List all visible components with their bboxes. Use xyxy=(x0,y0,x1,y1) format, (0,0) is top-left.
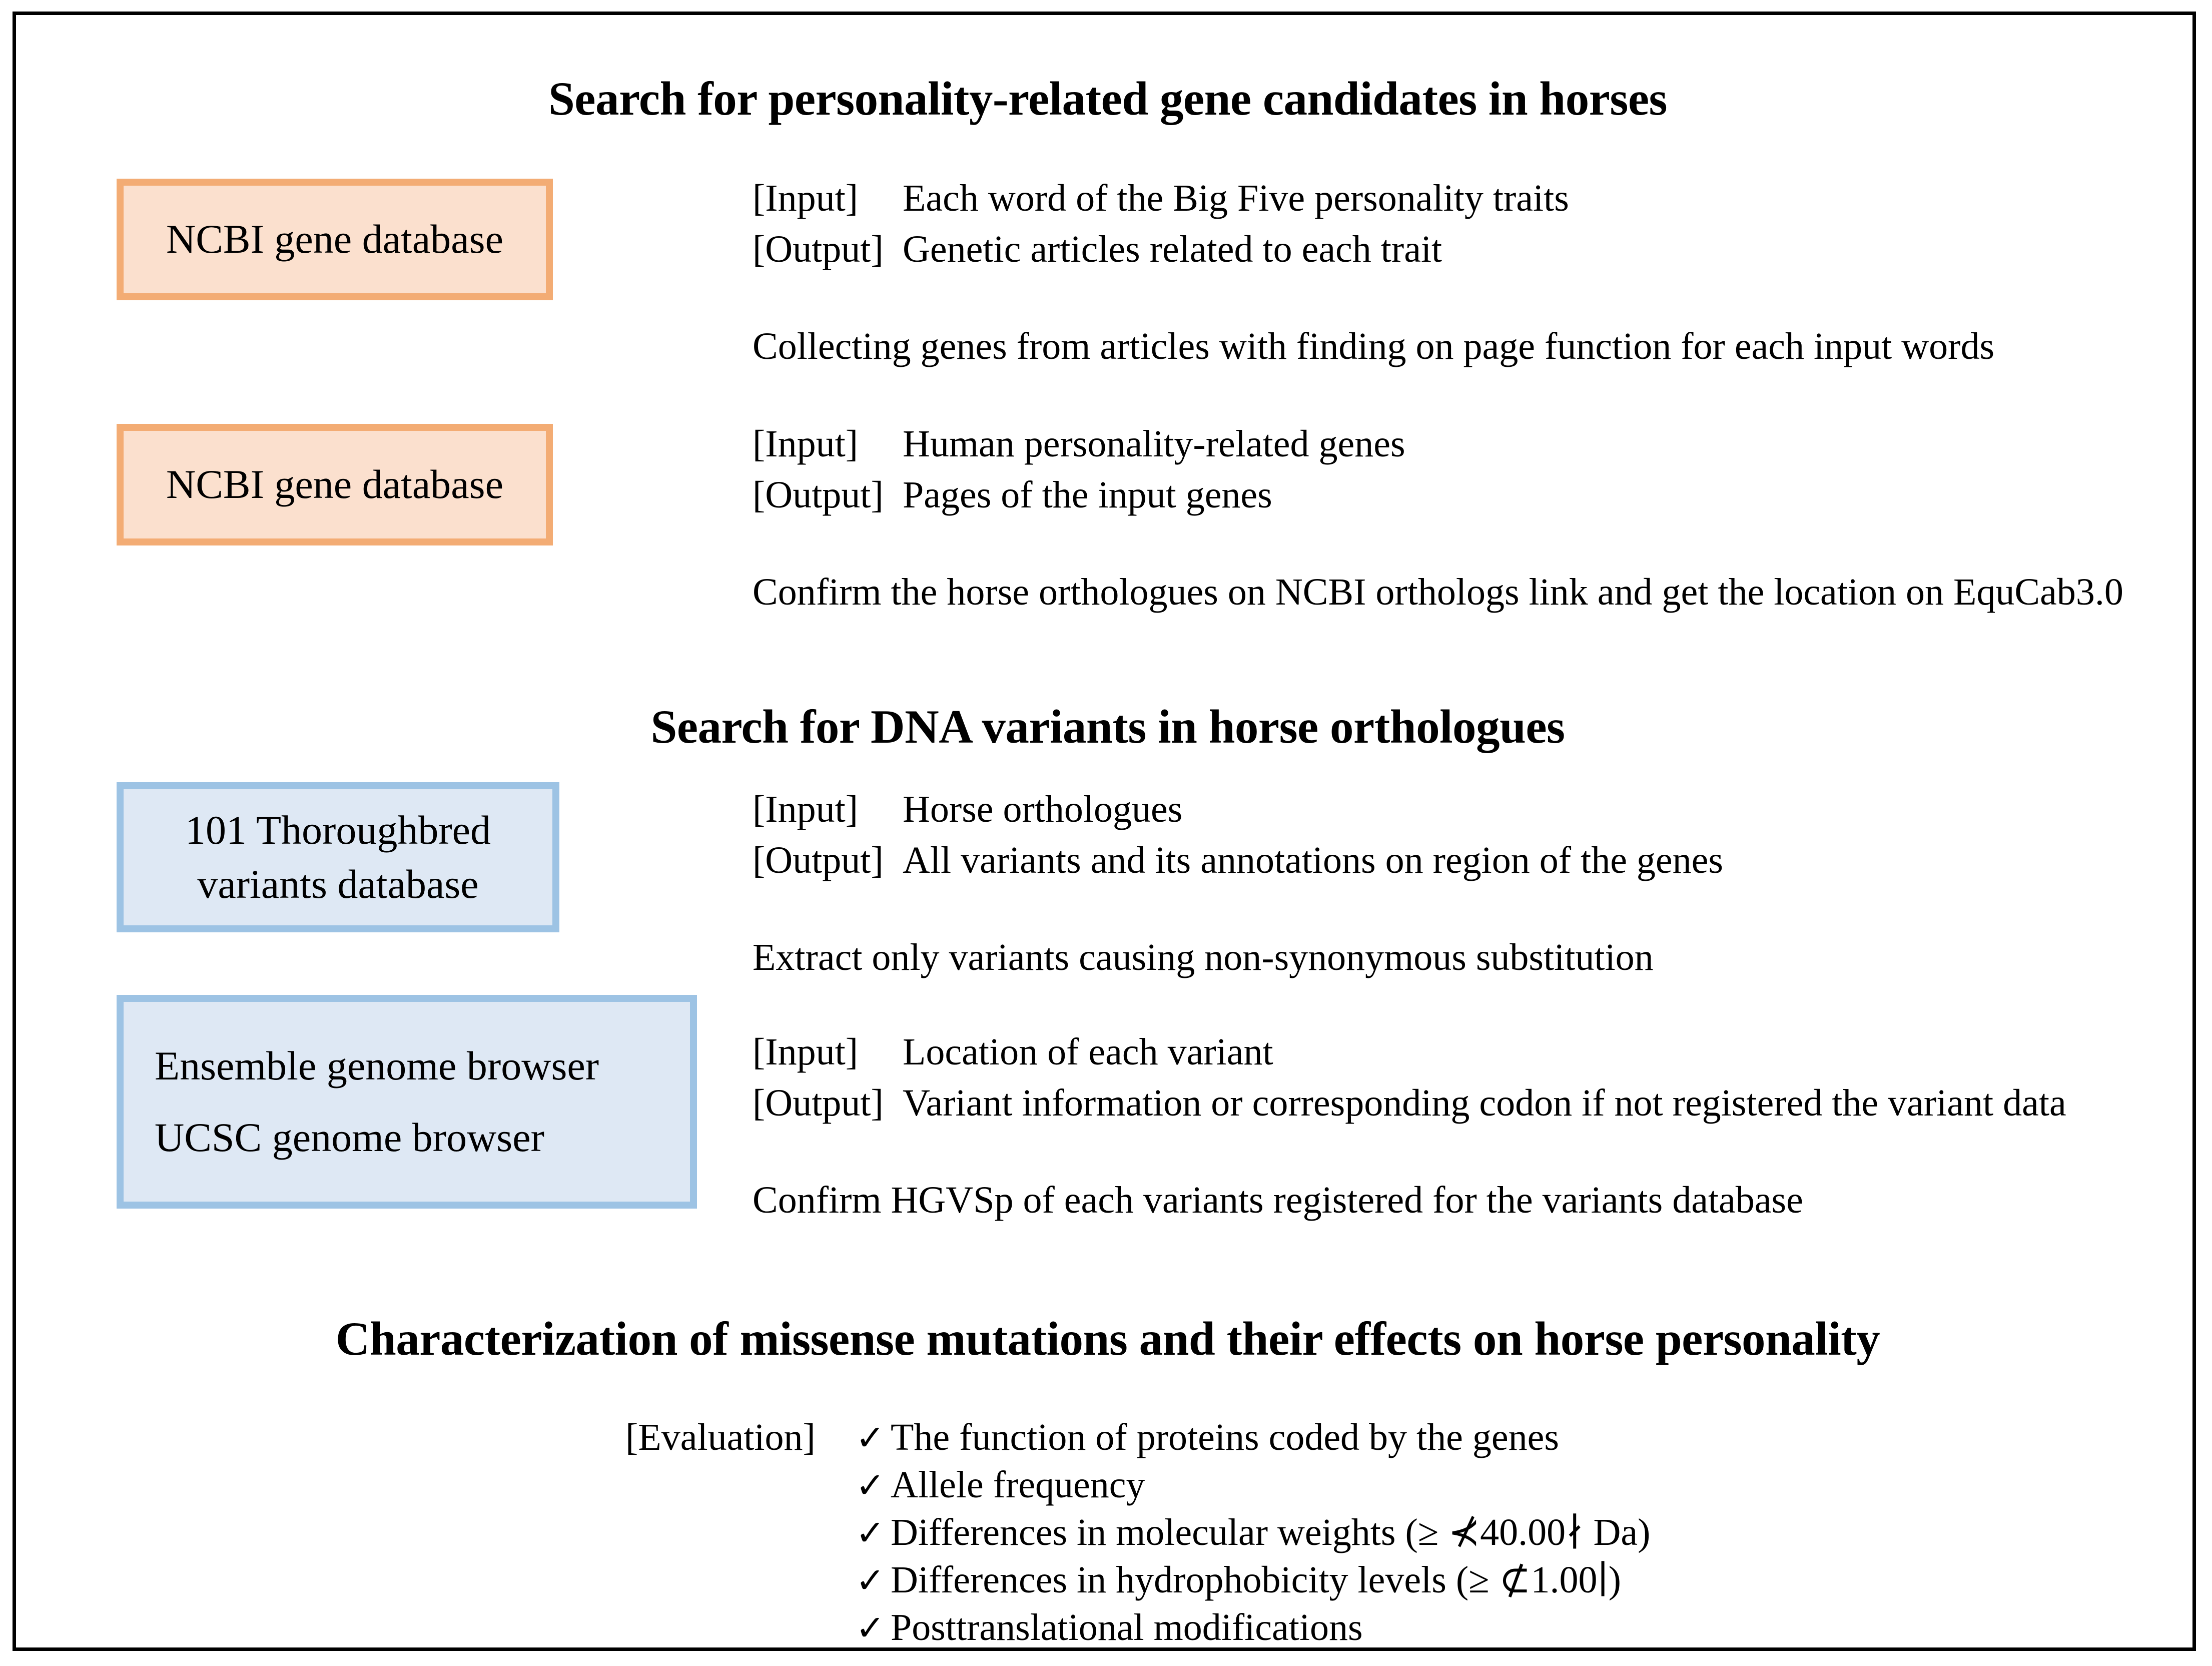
input-tag: [Input] xyxy=(753,423,859,465)
source-box-genome-browsers[interactable]: Ensemble genome browser UCSC genome brow… xyxy=(117,995,697,1209)
list-item: ✓ Differences in molecular weights (≥ ⊀4… xyxy=(856,1513,1650,1551)
output-tag: [Output] xyxy=(753,473,884,516)
list-item: ✓ Differences in hydrophobicity levels (… xyxy=(856,1561,1650,1599)
source-box-ncbi-gene-database-1[interactable]: NCBI gene database xyxy=(117,179,553,300)
evaluation-item-text: Differences in molecular weights (≥ ⊀40.… xyxy=(891,1511,1651,1553)
list-item: ✓ Posttranslational modifications xyxy=(856,1608,1650,1646)
io-note: Collecting genes from articles with find… xyxy=(753,325,1995,367)
io-block-variant-extraction: [Input] Horse orthologues [Output] All v… xyxy=(753,784,1723,983)
input-value: Each word of the Big Five personality tr… xyxy=(903,177,1569,219)
list-item: ✓ Allele frequency xyxy=(856,1466,1650,1504)
section-heading-dna-variants: Search for DNA variants in horse ortholo… xyxy=(650,700,1565,753)
io-row-output: [Output] All variants and its annotation… xyxy=(753,835,1723,886)
io-row-output: [Output] Pages of the input genes xyxy=(753,470,2123,521)
evaluation-item-text: Posttranslational modifications xyxy=(891,1606,1363,1648)
io-block-variant-confirmation: [Input] Location of each variant [Output… xyxy=(753,1027,2066,1226)
output-value: Variant information or corresponding cod… xyxy=(903,1081,2066,1124)
output-value: All variants and its annotations on regi… xyxy=(903,839,1723,881)
section-heading-characterization: Characterization of missense mutations a… xyxy=(335,1312,1880,1365)
source-box-label-ucsc: UCSC genome browser xyxy=(155,1115,544,1161)
io-row-input: [Input] Human personality-related genes xyxy=(753,419,2123,470)
evaluation-item-text: Differences in hydrophobicity levels (≥ … xyxy=(891,1559,1621,1601)
evaluation-list: ✓ The function of proteins coded by the … xyxy=(856,1418,1650,1656)
input-value: Horse orthologues xyxy=(903,788,1183,830)
input-tag: [Input] xyxy=(753,788,859,830)
figure-frame: Search for personality-related gene cand… xyxy=(13,12,2196,1651)
io-row-output: [Output] Genetic articles related to eac… xyxy=(753,224,1994,275)
output-tag: [Output] xyxy=(753,1081,884,1124)
io-row-input: [Input] Each word of the Big Five person… xyxy=(753,173,1994,224)
io-row-input: [Input] Horse orthologues xyxy=(753,784,1723,835)
check-icon: ✓ xyxy=(856,1417,885,1458)
section-heading-gene-candidates: Search for personality-related gene cand… xyxy=(548,72,1668,125)
source-box-ncbi-gene-database-2[interactable]: NCBI gene database xyxy=(117,424,553,545)
evaluation-area: [Evaluation] ✓ The function of proteins … xyxy=(625,1418,1650,1656)
check-icon: ✓ xyxy=(856,1512,885,1553)
check-icon: ✓ xyxy=(856,1607,885,1648)
input-tag: [Input] xyxy=(753,177,859,219)
io-row-output: [Output] Variant information or correspo… xyxy=(753,1078,2066,1129)
check-icon: ✓ xyxy=(856,1560,885,1601)
check-icon: ✓ xyxy=(856,1465,885,1506)
input-value: Human personality-related genes xyxy=(903,423,1405,465)
io-row-input: [Input] Location of each variant xyxy=(753,1027,2066,1078)
source-box-label: NCBI gene database xyxy=(166,216,503,262)
output-tag: [Output] xyxy=(753,839,884,881)
output-value: Genetic articles related to each trait xyxy=(903,228,1442,270)
io-note: Confirm HGVSp of each variants registere… xyxy=(753,1179,1803,1221)
evaluation-item-text: Allele frequency xyxy=(891,1464,1145,1506)
io-note: Confirm the horse orthologues on NCBI or… xyxy=(753,571,2123,613)
source-box-thoroughbred-variants-database[interactable]: 101 Thoroughbred variants database xyxy=(117,782,559,932)
output-tag: [Output] xyxy=(753,228,884,270)
evaluation-label: [Evaluation] xyxy=(625,1416,816,1458)
evaluation-item-text: The function of proteins coded by the ge… xyxy=(891,1416,1559,1458)
source-box-label-ensemble: Ensemble genome browser xyxy=(155,1042,599,1088)
io-block-gene-search: [Input] Each word of the Big Five person… xyxy=(753,173,1994,372)
list-item: ✓ The function of proteins coded by the … xyxy=(856,1418,1650,1456)
io-note: Extract only variants causing non-synony… xyxy=(753,936,1654,978)
source-box-label-line-1: 101 Thoroughbred xyxy=(185,807,491,853)
io-block-orthologue-lookup: [Input] Human personality-related genes … xyxy=(753,419,2123,618)
input-value: Location of each variant xyxy=(903,1031,1273,1073)
source-box-label-line-2: variants database xyxy=(197,861,479,907)
source-box-label: NCBI gene database xyxy=(166,461,503,507)
input-tag: [Input] xyxy=(753,1031,859,1073)
output-value: Pages of the input genes xyxy=(903,473,1272,516)
